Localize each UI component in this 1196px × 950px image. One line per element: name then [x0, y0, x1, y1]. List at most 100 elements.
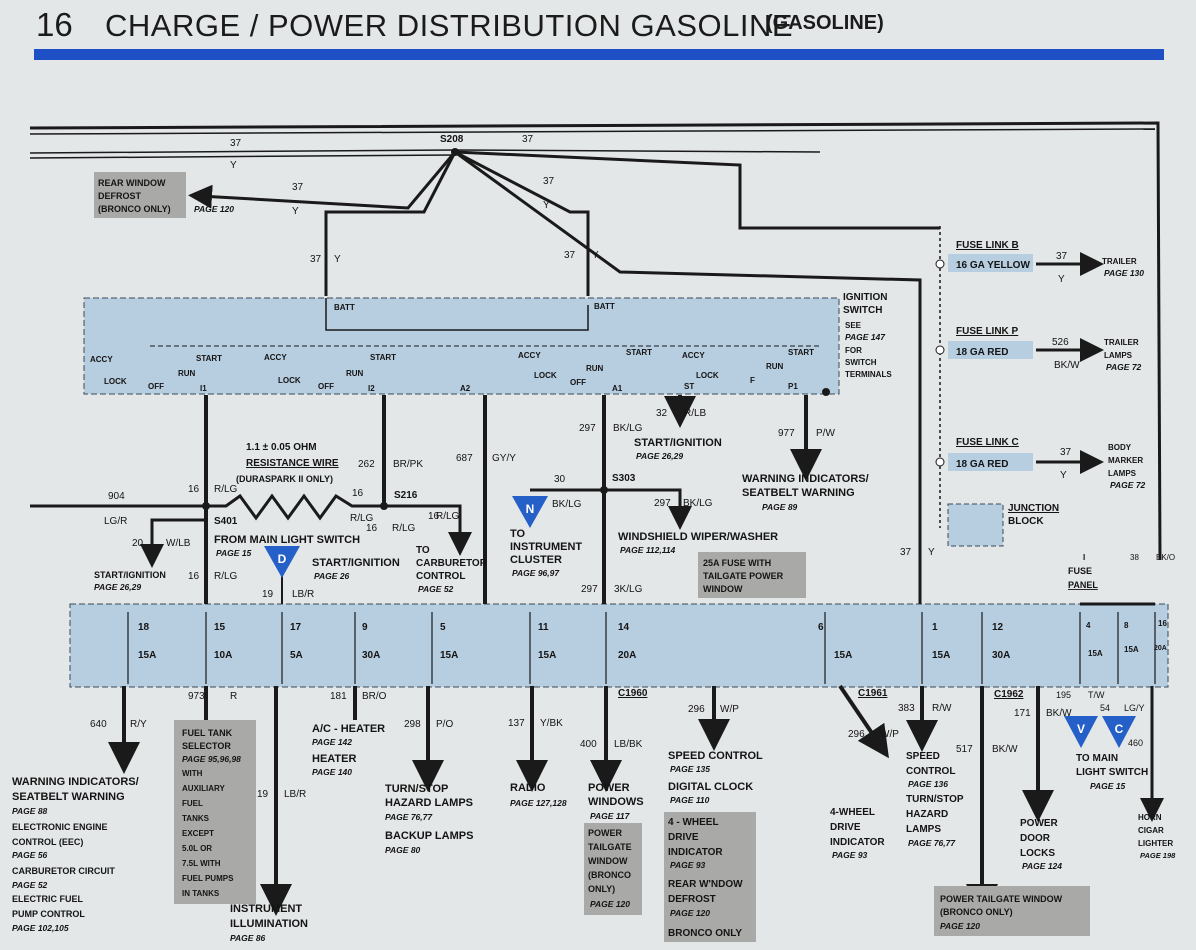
wire-code: 195 — [1056, 690, 1071, 700]
fuse-panel-label-1: FUSE — [1068, 566, 1092, 576]
wire-color: R/Y — [130, 719, 147, 730]
fuse-link-c-box — [948, 453, 1033, 471]
ign-batt-1: BATT — [334, 303, 355, 312]
note-page: PAGE 120 — [670, 908, 710, 918]
splice-s303-dot — [600, 486, 608, 494]
wire-code: 400 — [580, 739, 597, 750]
wire-color: Y — [230, 160, 237, 171]
wire-color: BR/O — [362, 691, 387, 702]
ptw-bottom-1: POWER TAILGATE WINDOW — [940, 894, 1063, 904]
fuse-link-b-page: PAGE 130 — [1104, 268, 1144, 278]
cluster-3: CLUSTER — [510, 554, 562, 566]
horn-1: HORN — [1138, 813, 1162, 822]
cluster-2: INSTRUMENT — [510, 541, 582, 553]
fwd-ind-2: DRIVE — [830, 822, 861, 833]
horn-2: CIGAR — [1138, 826, 1164, 835]
door-locks-2: DOOR — [1020, 833, 1051, 844]
main-light-2-1: TO MAIN — [1076, 753, 1118, 764]
ign-lock: LOCK — [534, 371, 557, 380]
marker-d: D — [278, 552, 287, 566]
note-line: TAILGATE — [588, 842, 632, 852]
batt-wire-1 — [324, 151, 457, 296]
marker-v: V — [1077, 722, 1085, 736]
cluster-1: TO — [510, 528, 526, 540]
ac-heater-page: PAGE 142 — [312, 737, 352, 747]
fuse-amp: 15A — [440, 650, 458, 661]
fuse-num: 8 — [1124, 621, 1129, 630]
wire-code: 37 — [310, 254, 322, 265]
fuse-num: 15 — [214, 622, 226, 633]
wire-color: R/LG — [214, 484, 238, 495]
wire-color: Y/BK — [540, 718, 563, 729]
tailgate-fuse-2: TAILGATE POWER — [703, 571, 784, 581]
speed-2-page: PAGE 136 — [908, 779, 948, 789]
ign-run: RUN — [766, 362, 784, 371]
carb-page: PAGE 52 — [418, 584, 454, 594]
note-line: DEFROST — [668, 894, 716, 905]
fuse-num: 4 — [1086, 621, 1091, 630]
fuse-panel-label-2: PANEL — [1068, 580, 1098, 590]
fuse-link-b-box — [948, 254, 1033, 272]
ign-accy: ACCY — [90, 355, 113, 364]
wire-color: W/LB — [166, 538, 191, 549]
wire-color: GY/Y — [492, 453, 516, 464]
fuse-num: 11 — [538, 622, 549, 633]
fuse-amp: 15A — [138, 650, 156, 661]
ign-switch-group-1: ACCY LOCK OFF RUN START I1 — [90, 354, 222, 393]
main-light-page: PAGE 15 — [216, 548, 252, 558]
rear-defrost-note: REAR WINDOW DEFROST (BRONCO ONLY) PAGE 1… — [98, 178, 234, 214]
turn-stop-page: PAGE 76,77 — [385, 812, 433, 822]
ign-p1: P1 — [788, 382, 798, 391]
speed-2-2: CONTROL — [906, 766, 955, 777]
wire-color: Y — [592, 250, 599, 261]
out-296b — [838, 684, 889, 759]
ign-i2: I2 — [368, 384, 375, 393]
wire-color: BK/O — [1156, 553, 1175, 562]
turn-stop-2-1: TURN/STOP — [906, 794, 964, 805]
fwd-box — [664, 812, 756, 942]
wire-code: 37 — [292, 182, 304, 193]
fuse-amp: 15A — [538, 650, 556, 661]
ign-i1: I1 — [200, 384, 207, 393]
horn-page: PAGE 198 — [1140, 851, 1176, 860]
fuse-link-b-node — [935, 259, 945, 269]
wire-code: 16 — [352, 488, 364, 499]
cluster-page: PAGE 96,97 — [512, 568, 560, 578]
fuse-num: 12 — [992, 622, 1004, 633]
marker-c: C — [1115, 722, 1124, 736]
tailgate-fuse-1: 25A FUSE WITH — [703, 558, 771, 568]
ptw-bottom-page: PAGE 120 — [940, 921, 980, 931]
resistance-label-1: 1.1 ± 0.05 OHM — [246, 442, 317, 453]
fuse-num: 14 — [618, 622, 630, 633]
ign-switch-group-2: ACCY LOCK OFF RUN START I2 A2 — [264, 353, 471, 393]
connector-c1962: C1962 — [994, 689, 1024, 700]
backup: BACKUP LAMPS — [385, 830, 473, 842]
fuse-link-p-title: FUSE LINK P — [956, 326, 1019, 337]
splice-s216: S216 — [394, 490, 418, 501]
backup-page: PAGE 80 — [385, 845, 421, 855]
resistance-label-2: RESISTANCE WIRE — [246, 458, 339, 469]
fuse-num: 18 — [138, 622, 150, 633]
wire-code: 16 — [428, 511, 440, 522]
instrument-illum-2: ILLUMINATION — [230, 918, 308, 930]
note-line: REAR WINDOW — [98, 178, 166, 188]
ign-switch-group-4: ACCY LOCK F RUN START P1 — [682, 348, 814, 391]
wire-code: 37 — [900, 547, 912, 558]
wire-color: R/W — [932, 703, 952, 714]
ign-off: OFF — [148, 382, 164, 391]
junction-label-2: BLOCK — [1008, 516, 1044, 527]
fuse-link-c-dest-1: BODY — [1108, 443, 1132, 452]
fwd-ind-1: 4-WHEEL — [830, 807, 875, 818]
ign-see: SEE — [845, 321, 862, 330]
note-line: FUEL TANK — [182, 728, 233, 738]
tailgate-fuse-3: WINDOW — [703, 584, 743, 594]
wire-code: 517 — [956, 744, 973, 755]
turn-stop-2: HAZARD LAMPS — [385, 797, 473, 809]
note-line: ONLY) — [588, 884, 615, 894]
note-line: (BRONCO ONLY) — [98, 204, 171, 214]
wire-code: 37 — [522, 134, 534, 145]
wire-code: 973 — [188, 691, 205, 702]
wire-code: 296 — [848, 729, 865, 740]
splice-s401-dot — [202, 502, 210, 510]
